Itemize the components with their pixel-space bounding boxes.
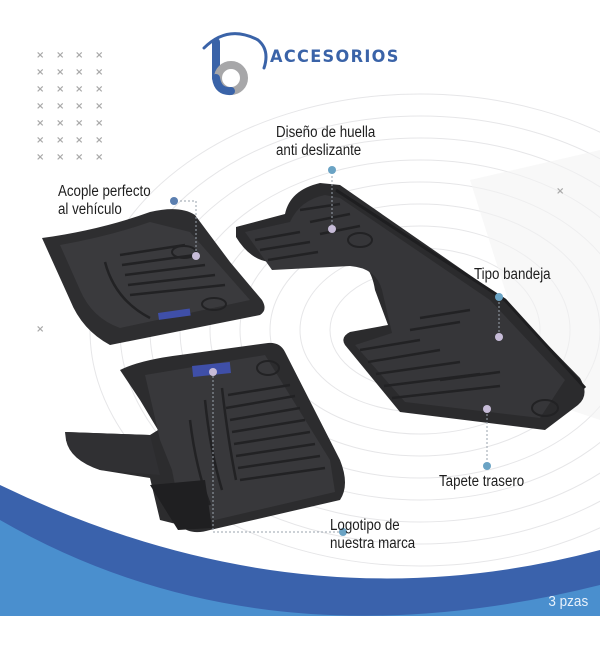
- x-mark-icon: ×: [36, 67, 45, 78]
- x-mark-icon: ×: [56, 152, 65, 163]
- front-passenger-mat: [42, 209, 265, 345]
- callout-line: Diseño de huella: [276, 124, 376, 141]
- x-mark-icon: ×: [95, 101, 104, 112]
- x-mark-icon: ×: [75, 50, 84, 61]
- x-mark-icon: ×: [75, 135, 84, 146]
- x-mark-icon: ×: [95, 135, 104, 146]
- x-mark-icon: ×: [56, 101, 65, 112]
- x-mark-icon: ×: [56, 118, 65, 129]
- b-logo-icon: [202, 32, 268, 96]
- x-mark-icon: ×: [75, 101, 84, 112]
- brand-name: ACCESORIOS: [270, 47, 400, 67]
- x-mark-icon: ×: [36, 84, 45, 95]
- callout-line: nuestra marca: [330, 535, 416, 552]
- x-mark-icon: ×: [75, 84, 84, 95]
- x-mark-icon: ×: [36, 135, 45, 146]
- x-mark-icon: ×: [56, 135, 65, 146]
- rear-mat: [236, 183, 587, 430]
- callout-dots: [170, 166, 503, 536]
- blue-wave-band: [0, 485, 600, 616]
- x-mark-icon: ×: [75, 67, 84, 78]
- front-driver-mat: [65, 342, 345, 533]
- callout-rear-mat: Tapete trasero: [439, 473, 524, 491]
- x-mark-icon: ×: [36, 50, 45, 61]
- callout-line: al vehículo: [58, 201, 122, 218]
- x-mark-icon: ×: [556, 186, 565, 197]
- callout-line: anti deslizante: [276, 142, 362, 159]
- x-mark-icon: ×: [56, 50, 65, 61]
- callout-brand-logo: Logotipo de nuestra marca: [330, 517, 415, 553]
- callout-line: Logotipo de: [330, 517, 400, 534]
- x-mark-icon: ×: [95, 152, 104, 163]
- x-mark-icon: ×: [95, 50, 104, 61]
- callout-tray-type: Tipo bandeja: [474, 266, 551, 284]
- x-mark-icon: ×: [56, 67, 65, 78]
- x-mark-icon: ×: [95, 67, 104, 78]
- x-mark-icon: ×: [75, 152, 84, 163]
- x-mark-icon: ×: [36, 118, 45, 129]
- x-mark-icon: ×: [95, 118, 104, 129]
- x-mark-icon: ×: [95, 84, 104, 95]
- callout-line: Acople perfecto: [58, 183, 151, 200]
- callout-line: Tipo bandeja: [474, 266, 551, 283]
- x-mark-icon: ×: [56, 84, 65, 95]
- x-mark-icon: ×: [75, 118, 84, 129]
- callout-line: Tapete trasero: [439, 473, 525, 490]
- callout-tread-design: Diseño de huella anti deslizante: [276, 124, 375, 160]
- x-mark-icon: ×: [36, 324, 45, 335]
- callout-perfect-fit: Acople perfecto al vehículo: [58, 183, 151, 219]
- x-mark-icon: ×: [36, 152, 45, 163]
- x-mark-icon: ×: [36, 101, 45, 112]
- piece-count: 3 pzas: [548, 593, 588, 610]
